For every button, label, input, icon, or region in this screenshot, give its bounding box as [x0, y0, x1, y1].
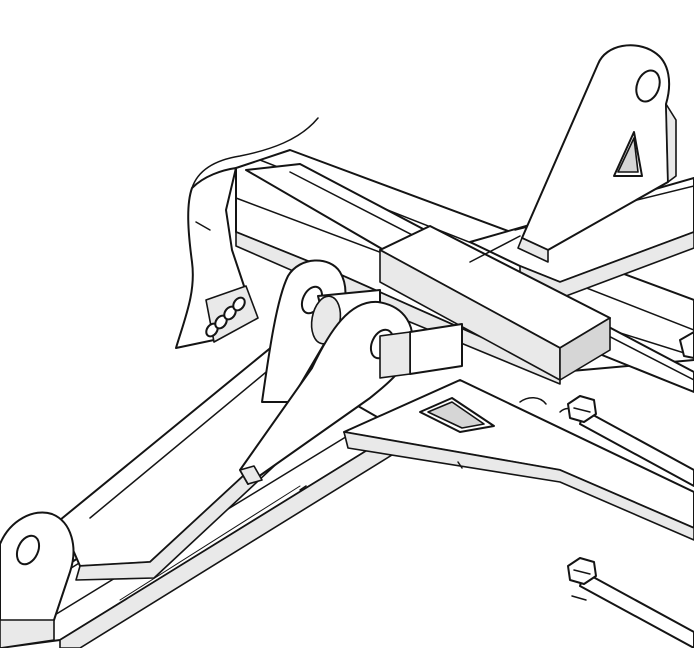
bolt-upper [567, 395, 694, 487]
casting-hole-4 [232, 296, 246, 312]
lug-pin-hole [635, 69, 661, 103]
guard-casting [175, 117, 319, 349]
casting-holes [205, 296, 246, 338]
lifting-lug [517, 44, 677, 263]
end-bracket-hole [15, 534, 41, 566]
clevis-assembly [239, 259, 463, 485]
end-bracket [0, 511, 75, 648]
clevis-front-ear [239, 300, 414, 485]
center-block [379, 225, 611, 381]
bolt-lower [567, 557, 694, 648]
bolt-upper-head [567, 395, 597, 423]
bolt-lower-head [567, 557, 597, 585]
bolt-right-edge [679, 331, 694, 359]
gusset-plate [343, 379, 694, 541]
